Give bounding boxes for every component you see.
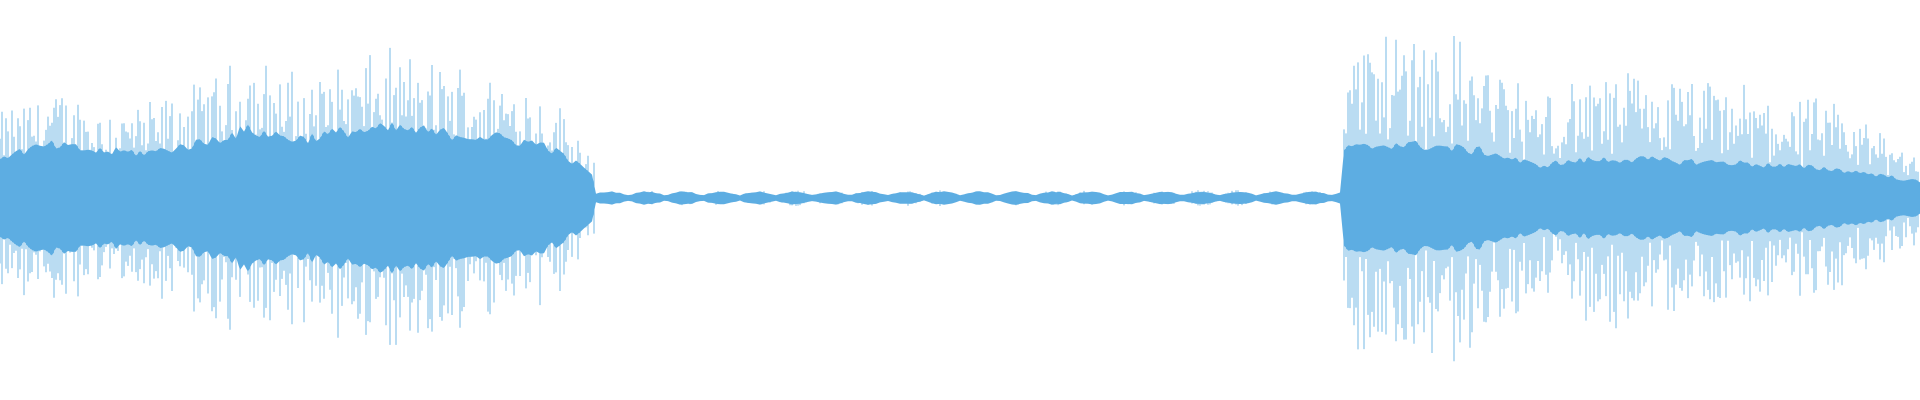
waveform-core-fill: [0, 122, 1920, 274]
waveform-core: [0, 122, 1920, 274]
